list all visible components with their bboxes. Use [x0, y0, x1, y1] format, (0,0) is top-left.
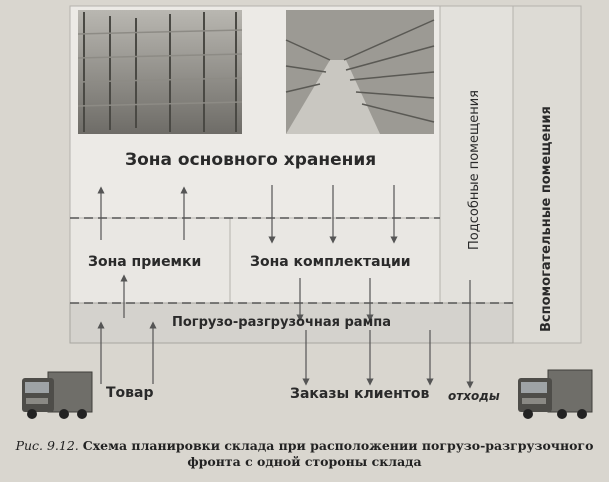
- support-rooms-label: Вспомогательные помещения: [539, 106, 554, 332]
- loading-ramp: [69, 302, 514, 344]
- warehouse-photo-left: [77, 10, 243, 134]
- orders-label: Заказы клиентов: [290, 386, 430, 402]
- ramp-label: Погрузо-разгрузочная рампа: [172, 315, 391, 330]
- storage-zone-label: Зона основного хранения: [125, 150, 377, 170]
- truck-left-icon: [22, 371, 93, 419]
- caption-text: Схема планировки склада при расположении…: [82, 438, 594, 469]
- waste-label: отходы: [448, 389, 500, 403]
- auxiliary-rooms-label: Подсобные помещения: [467, 90, 482, 250]
- caption-ref: Рис. 9.12.: [15, 438, 79, 453]
- figure-caption: Рис. 9.12. Схема планировки склада при р…: [0, 438, 609, 470]
- receiving-zone: [69, 217, 231, 304]
- goods-label: Товар: [106, 385, 154, 401]
- picking-zone: [229, 217, 441, 304]
- truck-right-icon: [518, 369, 593, 419]
- picking-zone-label: Зона комплектации: [250, 254, 411, 270]
- warehouse-photo-right: [285, 10, 435, 134]
- support-rooms-zone: [512, 5, 582, 344]
- receiving-zone-label: Зона приемки: [88, 254, 202, 270]
- auxiliary-rooms-zone: [439, 5, 514, 304]
